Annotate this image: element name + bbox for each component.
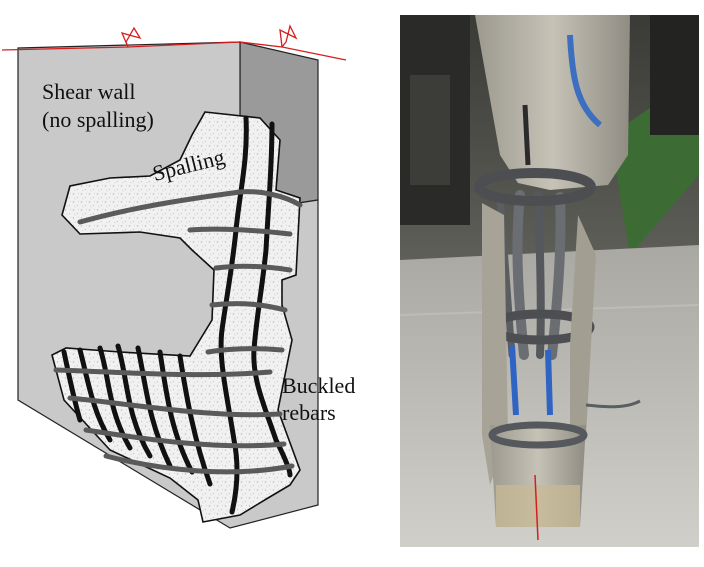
section-cut-line [1, 24, 347, 61]
shear-wall-label-line2: (no spalling) [42, 107, 154, 132]
specimen-photo [400, 15, 699, 547]
red-marker-line [534, 474, 539, 541]
upper-ties [77, 189, 303, 355]
wall-sketch [1, 24, 347, 529]
shear-wall-label-line1: Shear wall [42, 79, 136, 104]
buckled-rebars-label-line1: Buckled [282, 373, 356, 398]
lower-ties [53, 367, 295, 475]
photo-illustration [400, 15, 699, 547]
schematic-diagram: Shear wall (no spalling) Spalling Buckle… [1, 24, 356, 529]
buckled-rebars-label-line2: rebars [282, 400, 336, 425]
